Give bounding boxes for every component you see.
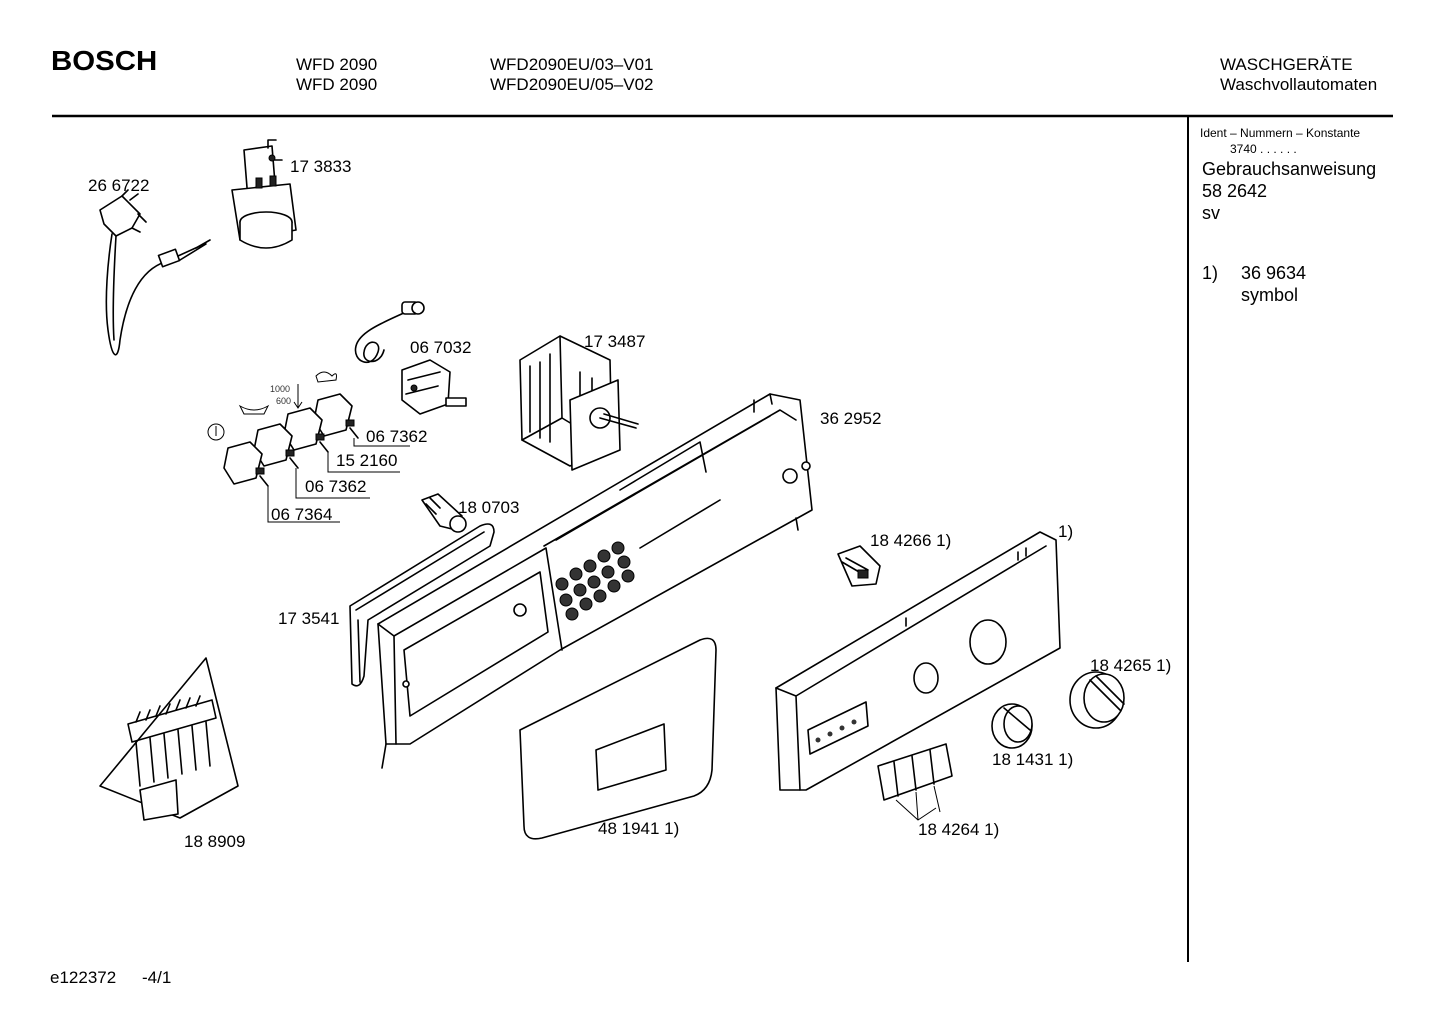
part-label: 18 0703	[458, 498, 520, 517]
part-label: 15 2160	[336, 451, 398, 470]
temperature-selector-part	[354, 301, 467, 415]
part-label: 18 1431 1)	[992, 750, 1074, 769]
category-line: WASCHGERÄTE	[1220, 55, 1353, 74]
part-label: 18 4265 1)	[1090, 656, 1172, 675]
spin-high-label: 1000	[270, 384, 291, 394]
function-symbols	[207, 371, 337, 441]
category-block: WASCHGERÄTE Waschvollautomaten	[1220, 55, 1377, 95]
part-label: 18 4266 1)	[870, 531, 952, 550]
part-label: 36 2952	[820, 409, 882, 428]
category-line: Waschvollautomaten	[1220, 75, 1378, 94]
page-number: -4/1	[142, 968, 172, 987]
interference-filter-part	[231, 139, 297, 249]
small-knob-part	[991, 703, 1033, 749]
doc-id: e122372	[50, 968, 117, 987]
manual-lang: sv	[1202, 203, 1220, 223]
part-label: 18 8909	[184, 832, 246, 851]
ident-title: Ident – Nummern – Konstante	[1200, 126, 1361, 140]
pcb-holder-part	[99, 657, 239, 821]
part-label: 17 3833	[290, 157, 352, 176]
footnote-text: symbol	[1241, 285, 1299, 305]
part-label: 06 7364	[271, 505, 333, 524]
manual-label: Gebrauchsanweisung	[1202, 159, 1377, 179]
push-button-switches-part	[223, 393, 359, 487]
facia-panel-part	[775, 531, 1061, 791]
programme-selector-part	[519, 335, 639, 471]
part-label: 06 7032	[410, 338, 472, 357]
large-knob-part	[1069, 671, 1125, 729]
variant-line: WFD2090EU/05–V02	[490, 75, 654, 94]
manual-number: 58 2642	[1202, 181, 1268, 201]
button-module-part	[837, 545, 881, 587]
power-cord-plug-part	[99, 189, 211, 356]
variant-line: WFD2090EU/03–V01	[490, 55, 654, 74]
variant-block: WFD2090EU/03–V01 WFD2090EU/05–V02	[490, 55, 653, 95]
gasket-part	[349, 523, 495, 687]
part-label: 17 3487	[584, 332, 646, 351]
footnote-marker: 1)	[1202, 263, 1219, 283]
model-line: WFD 2090	[296, 55, 378, 74]
part-label: 18 4264 1)	[918, 820, 1000, 839]
part-label: 17 3541	[278, 609, 340, 628]
part-label: 26 6722	[88, 176, 150, 195]
panel-frame-part	[377, 393, 813, 769]
part-label: 1)	[1058, 522, 1074, 541]
switch-leader-lines	[267, 438, 410, 523]
part-label: 06 7362	[366, 427, 428, 446]
drawer-handle-part	[519, 637, 717, 840]
ident-value: 3740 . . . . . .	[1230, 142, 1297, 156]
model-block: WFD 2090 WFD 2090	[296, 55, 377, 95]
part-label: 48 1941 1)	[598, 819, 680, 838]
push-buttons-part	[877, 743, 953, 821]
spin-low-label: 600	[276, 396, 292, 406]
part-label: 06 7362	[305, 477, 367, 496]
indicator-lamp-part	[421, 493, 467, 533]
bosch-logo: BOSCH	[51, 45, 158, 76]
footnote-number: 36 9634	[1241, 263, 1307, 283]
model-line: WFD 2090	[296, 75, 378, 94]
